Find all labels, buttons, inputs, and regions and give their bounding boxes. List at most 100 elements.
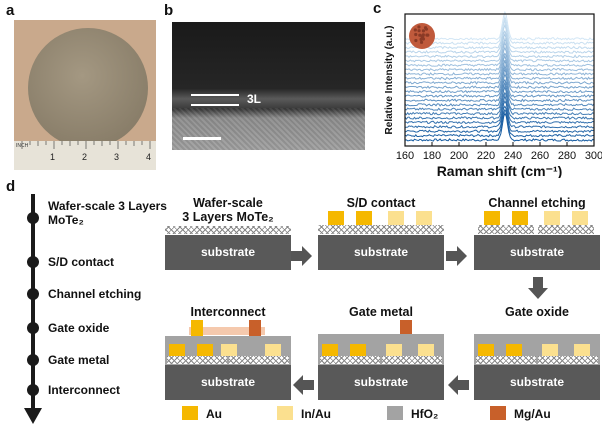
- substrate: substrate: [474, 365, 600, 400]
- raman-spectrum-19: [404, 32, 595, 63]
- arrow-down: [528, 277, 548, 299]
- interconnect-bridge: [189, 327, 265, 335]
- au-via: [191, 320, 203, 336]
- inset-wafer-dot: [424, 27, 428, 31]
- mote2-channel: [167, 356, 227, 364]
- timeline-dot-2: [27, 256, 39, 268]
- raman-spectrum-17: [404, 41, 595, 72]
- schematic-title-gate: Gate metal: [349, 305, 413, 319]
- raman-spectrum-11: [404, 67, 595, 99]
- inset-wafer-dot: [417, 29, 421, 33]
- schematic-title-interconnect: Interconnect: [190, 305, 266, 319]
- au-pad: [322, 344, 338, 356]
- x-tick-label-160: 160: [396, 150, 414, 162]
- ruler: INCH 1 2 3 4: [14, 141, 156, 170]
- mote2-layer: [318, 225, 444, 234]
- raman-spectrum-22: [404, 18, 595, 50]
- raman-spectrum-20: [404, 30, 595, 59]
- au-pad: [484, 211, 500, 225]
- legend-label-in-au: In/Au: [301, 407, 331, 421]
- au-pad: [350, 344, 366, 356]
- schematic-sd: substrate: [318, 211, 444, 270]
- raman-spectrum-8: [404, 81, 595, 112]
- layer-line-top: [191, 94, 239, 96]
- x-axis-label: Raman shift (cm⁻¹): [437, 163, 563, 178]
- tem-texture: [172, 108, 365, 150]
- raman-spectrum-21: [404, 23, 595, 54]
- legend-label-au: Au: [206, 407, 222, 421]
- x-tick-label-280: 280: [558, 150, 576, 162]
- raman-spectrum-1: [404, 111, 595, 142]
- scale-bar: [183, 137, 221, 140]
- inset-wafer-dot: [417, 25, 421, 29]
- raman-spectrum-10: [404, 72, 595, 103]
- plot-frame: [404, 13, 595, 147]
- arrow-right-1: [291, 246, 312, 266]
- legend-swatch-hfo2: [387, 406, 403, 420]
- schematic-interconnect: substrate: [165, 320, 291, 400]
- mote2-channel: [476, 356, 536, 364]
- in-au-pad: [418, 344, 434, 356]
- step-2-sd-contact: S/D contact: [48, 255, 115, 269]
- mote2-layer: [165, 226, 291, 234]
- timeline-dot-4: [27, 322, 39, 334]
- panel-label-b: b: [164, 2, 174, 19]
- arrow-right-2: [446, 246, 467, 266]
- schematic-oxide: substrate: [474, 334, 600, 400]
- raman-spectrum-16: [404, 45, 594, 76]
- panel-label-a: a: [6, 2, 15, 19]
- mote2-channel: [382, 356, 442, 364]
- raman-spectrum-7: [404, 84, 595, 116]
- raman-spectrum-23: [404, 14, 595, 46]
- inset-wafer-dot: [414, 32, 418, 37]
- in-au-pad: [416, 211, 432, 225]
- raman-spectrum-9: [404, 78, 595, 107]
- timeline-dot-5: [27, 354, 39, 366]
- mote2-channel: [229, 356, 289, 364]
- in-au-pad: [386, 344, 402, 356]
- wafer-photo: INCH 1 2 3 4: [14, 20, 156, 170]
- legend-label-mg-au: Mg/Au: [514, 407, 551, 421]
- mote2-channel: [538, 225, 594, 234]
- in-au-pad: [221, 344, 237, 356]
- substrate: substrate: [165, 235, 291, 270]
- panel-label-c: c: [373, 0, 382, 17]
- x-tick-label-200: 200: [450, 150, 468, 162]
- raman-spectrum-12: [404, 64, 595, 94]
- arrow-left-1: [448, 375, 469, 395]
- mg-au-gate: [249, 320, 261, 336]
- arrow-left-2: [293, 375, 314, 395]
- schematic-title-etch: Channel etching: [488, 196, 586, 210]
- step-5-gate-metal: Gate metal: [48, 353, 110, 367]
- mote2-channel: [320, 356, 380, 364]
- raman-spectrum-4: [404, 100, 595, 129]
- ruler-tick-1: 1: [50, 152, 56, 162]
- in-au-pad: [544, 211, 560, 225]
- au-pad: [356, 211, 372, 225]
- raman-spectrum-3: [404, 105, 595, 134]
- substrate: substrate: [318, 235, 444, 270]
- raman-spectrum-24: [404, 10, 595, 41]
- legend-swatch-in-au: [277, 406, 293, 420]
- x-tick-label-300: 300: [585, 150, 602, 162]
- substrate: substrate: [318, 365, 444, 400]
- schematic-title-sd: S/D contact: [346, 196, 416, 210]
- ruler-tick-2: 2: [82, 152, 88, 162]
- au-pad: [197, 344, 213, 356]
- in-au-pad: [572, 211, 588, 225]
- in-au-pad: [542, 344, 558, 356]
- in-au-pad: [574, 344, 590, 356]
- raman-spectrum-6: [404, 91, 595, 120]
- raman-spectrum-13: [404, 59, 595, 89]
- ruler-tick-3: 3: [114, 152, 120, 162]
- au-pad: [478, 344, 494, 356]
- au-pad: [169, 344, 185, 356]
- au-pad: [512, 211, 528, 225]
- timeline-dot-6: [27, 384, 39, 396]
- y-axis-label: Relative Intensity (a.u.): [384, 26, 395, 135]
- in-au-pad: [388, 211, 404, 225]
- legend-label-hfo2: HfO₂: [411, 407, 439, 421]
- inset-wafer-dot: [421, 29, 426, 33]
